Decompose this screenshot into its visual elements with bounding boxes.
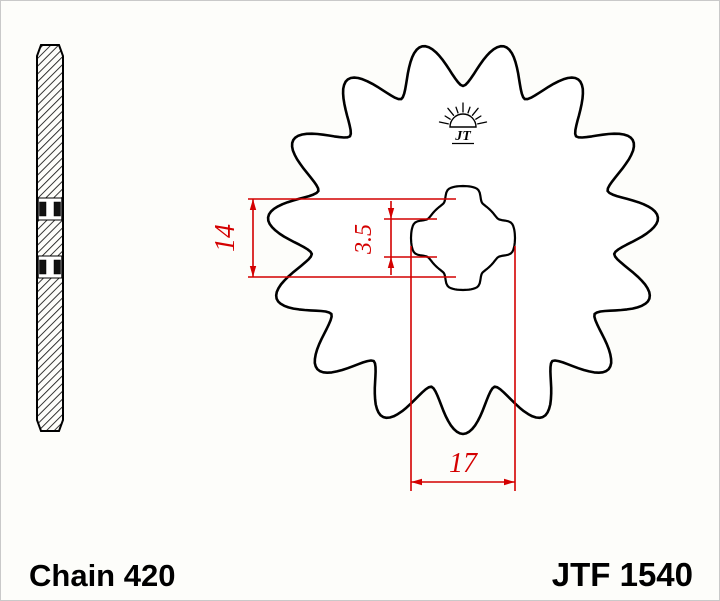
- front-view: JT: [266, 44, 660, 436]
- sun-ray: [467, 106, 471, 114]
- sun-rays-icon: [438, 102, 488, 125]
- arrow-right-icon: [504, 478, 515, 486]
- side-view: [36, 44, 64, 432]
- dimension-label-bore-width: 17: [449, 448, 478, 479]
- arrow-left-icon: [411, 478, 422, 486]
- sun-ray: [438, 121, 449, 125]
- spline-section: [53, 259, 61, 275]
- dimension-label-bore-height: 14: [210, 224, 241, 252]
- arrow-down-icon: [387, 208, 395, 219]
- dimension-annotations: 14 3.5 17: [210, 198, 516, 491]
- sun-ray: [447, 107, 455, 116]
- sun-ray: [444, 115, 451, 120]
- sun-ray: [455, 106, 459, 114]
- dimension-label-spline-width: 3.5: [351, 224, 377, 255]
- captions: Chain 420 JTF 1540: [29, 556, 693, 593]
- part-number-label: JTF 1540: [552, 556, 693, 593]
- sun-ray: [477, 121, 488, 125]
- arrow-down-icon: [249, 266, 257, 277]
- spline-section: [39, 201, 47, 217]
- chain-size-label: Chain 420: [29, 558, 175, 593]
- side-view-body: [36, 44, 64, 432]
- jt-logo: JT: [438, 102, 488, 145]
- arrow-up-icon: [387, 257, 395, 268]
- spline-section: [53, 201, 61, 217]
- arrow-up-icon: [249, 199, 257, 210]
- logo-text: JT: [454, 129, 472, 144]
- sun-ray: [475, 115, 482, 120]
- sun-icon: [449, 113, 477, 128]
- spline-section: [39, 259, 47, 275]
- sun-ray: [471, 107, 479, 116]
